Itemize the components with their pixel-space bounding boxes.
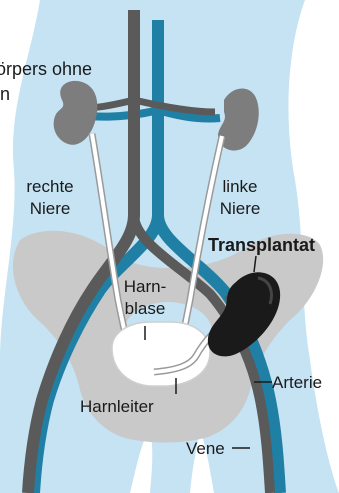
label-bladder: Harn- blase xyxy=(110,276,180,320)
caption-line-1: örpers ohne xyxy=(0,58,92,80)
label-ureter: Harnleiter xyxy=(80,396,154,418)
label-transplant: Transplantat xyxy=(208,234,315,256)
label-right-kidney: rechte Niere xyxy=(10,176,90,220)
label-artery: Arterie xyxy=(272,372,322,394)
label-left-kidney: linke Niere xyxy=(200,176,280,220)
caption-line-2: n xyxy=(0,83,10,105)
vein-renal-right xyxy=(90,110,158,117)
label-vein: Vene xyxy=(186,438,225,460)
